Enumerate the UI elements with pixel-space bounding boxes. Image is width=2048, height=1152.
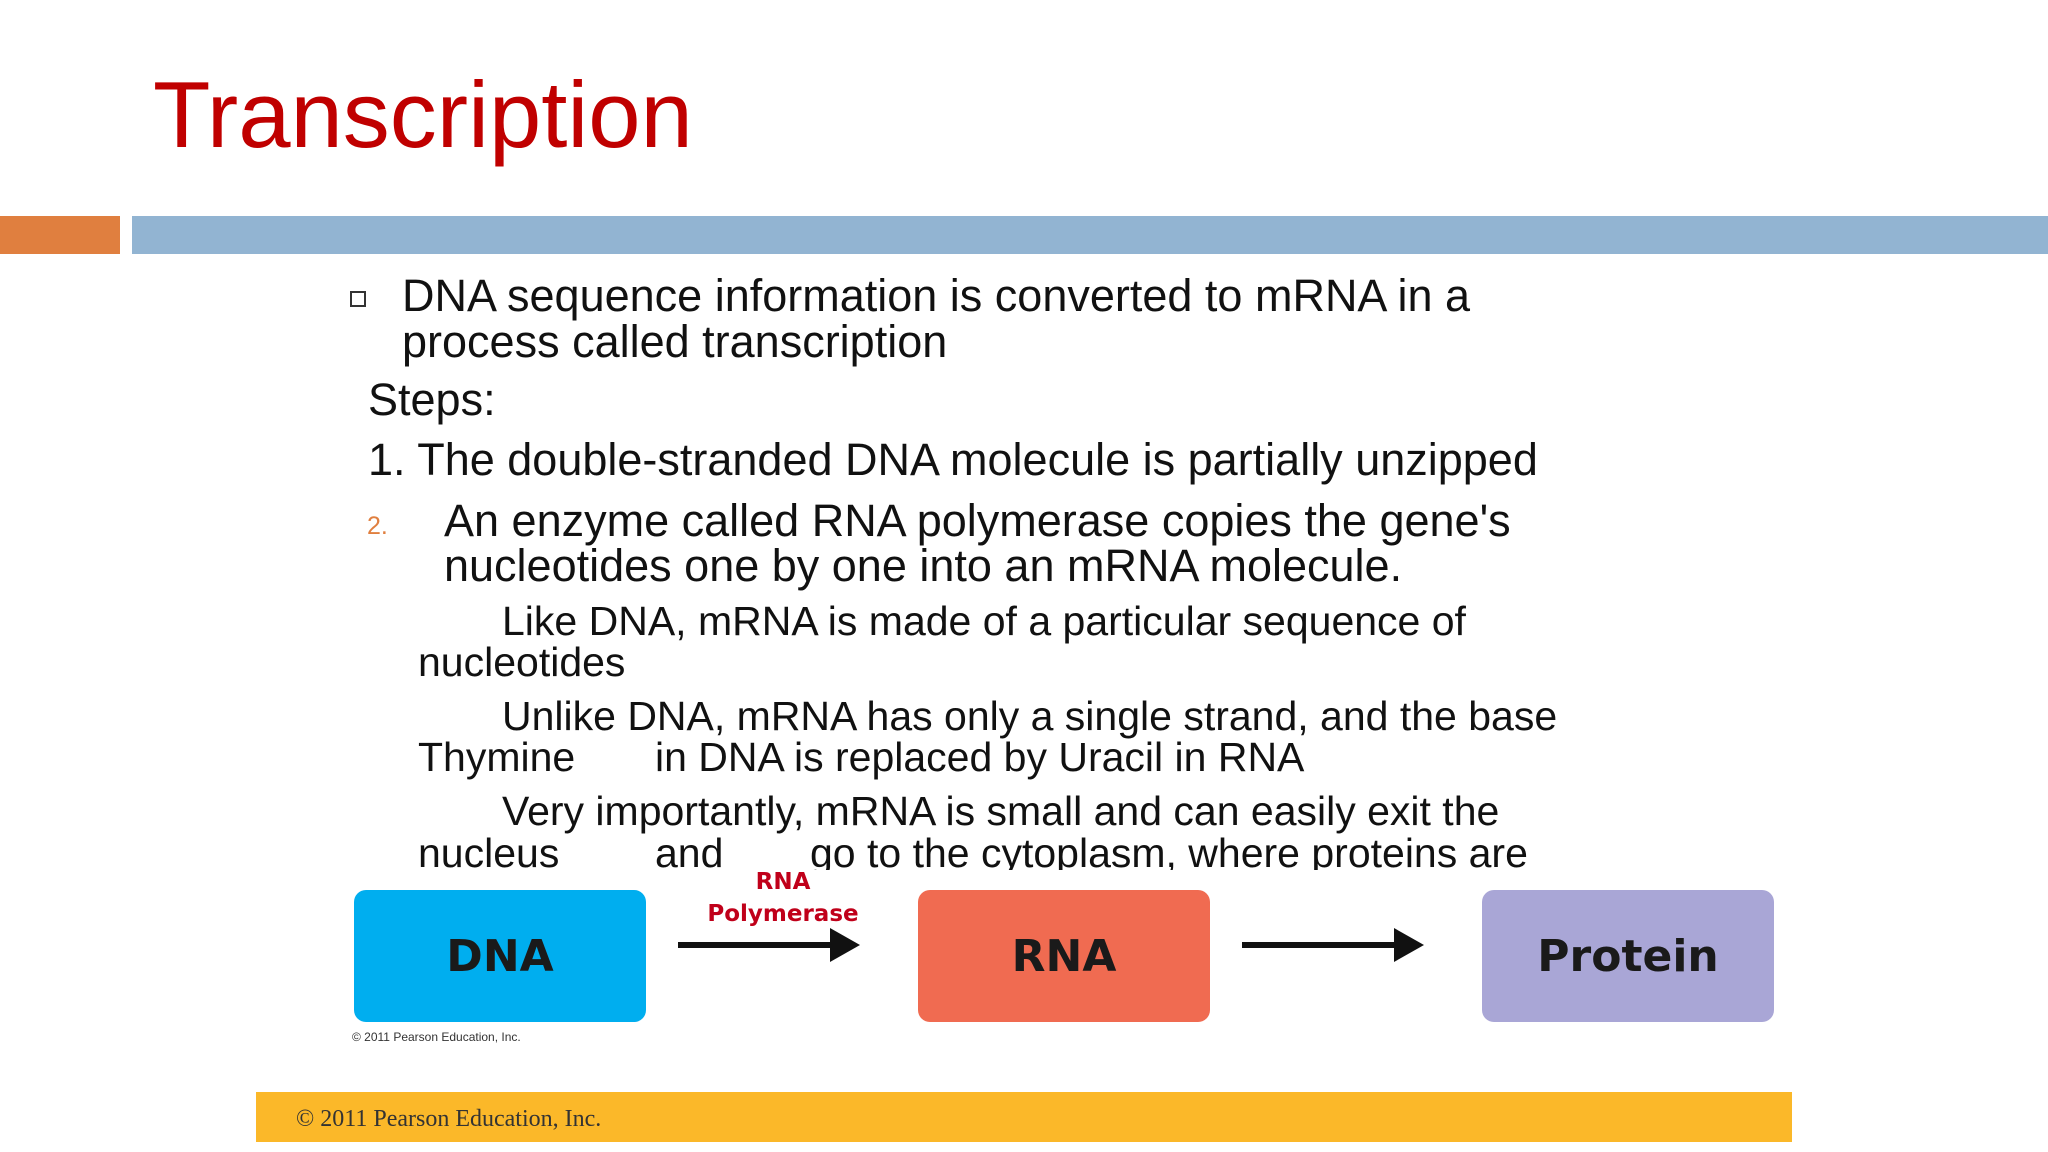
footer-copyright: © 2011 Pearson Education, Inc. [296,1106,602,1132]
step-1: 1. The double-stranded DNA molecule is p… [368,434,1538,485]
note-3-line-2c: go to the cytoplasm, where proteins are [810,830,1528,871]
note-2-line-2a: Thymine [418,734,576,780]
enzyme-label-line-1: RNA [755,869,811,895]
note-2-line-1: Unlike DNA, mRNA has only a single stran… [502,693,1558,739]
steps-label: Steps: [368,374,496,425]
central-dogma-diagram: DNA RNA Polymerase RNA Protein © 2011 Pe… [348,869,1784,1052]
step-2-line-1: An enzyme called RNA polymerase copies t… [444,495,1511,546]
rna-box: RNA [918,890,1210,1022]
diagram-copyright: © 2011 Pearson Education, Inc. [352,1030,521,1044]
note-2-line-2b: in DNA is replaced by Uracil in RNA [655,734,1305,780]
enzyme-label-line-2: Polymerase [707,901,859,927]
bullet-line-2: process called transcription [402,316,948,367]
step-2-number: 2. [367,512,388,540]
slide-title: Transcription [153,62,693,167]
note-1-line-2: nucleotides [418,639,626,685]
square-bullet-icon [350,291,366,307]
note-1-line-1: Like DNA, mRNA is made of a particular s… [502,598,1466,644]
slide-body: DNA sequence information is converted to… [350,270,1558,871]
note-3-line-2b: and [655,830,724,871]
title-accent-bar-blue [132,216,2048,254]
rna-polymerase-label: RNA Polymerase [693,866,873,930]
step-2-line-2: nucleotides one by one into an mRNA mole… [444,540,1403,591]
bullet-line-1: DNA sequence information is converted to… [402,270,1471,321]
arrow-right-icon [1242,928,1424,962]
note-3-line-1: Very importantly, mRNA is small and can … [502,788,1500,834]
arrow-right-icon [678,928,860,962]
protein-box: Protein [1482,890,1774,1022]
footer-bar: © 2011 Pearson Education, Inc. [256,1092,1792,1142]
dna-box: DNA [354,890,646,1022]
note-3-line-2a: nucleus [418,830,560,871]
title-accent-bar-orange [0,216,120,254]
